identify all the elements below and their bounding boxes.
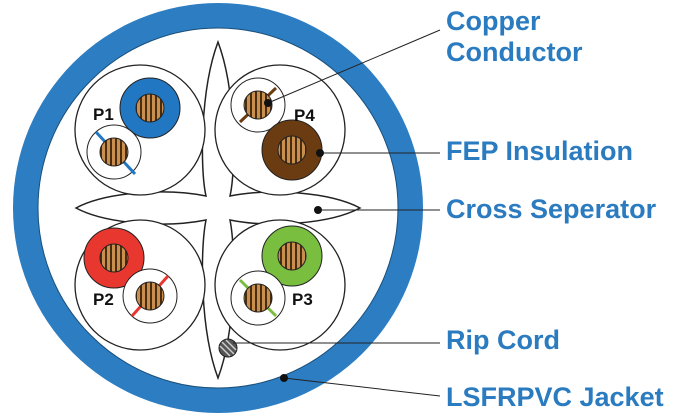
label-fep-insulation: FEP Insulation xyxy=(446,136,634,166)
leader-cross-separator xyxy=(314,206,440,214)
label-copper-conductor-line1: Copper xyxy=(446,6,541,36)
leader-fep-insulation xyxy=(316,149,440,157)
pair-4-striped-conductor xyxy=(230,77,286,133)
label-copper-conductor: Copper Conductor xyxy=(446,6,582,68)
pair-1-solid-conductor xyxy=(119,77,181,139)
rip-cord xyxy=(218,338,238,358)
label-cross-separator: Cross Seperator xyxy=(446,194,657,224)
pair-4-solid-conductor xyxy=(261,119,323,181)
leader-copper-conductor xyxy=(264,29,441,107)
pair-3-label: P3 xyxy=(292,290,313,309)
pair-3-striped-conductor xyxy=(230,270,286,326)
leader-jacket xyxy=(280,374,441,397)
label-rip-cord: Rip Cord xyxy=(446,325,560,355)
pair-2-solid-conductor xyxy=(83,227,145,289)
pair-3-solid-conductor xyxy=(261,225,323,287)
pair-2-striped-conductor xyxy=(122,268,178,324)
pair-1-striped-conductor xyxy=(86,124,142,180)
label-copper-conductor-line2: Conductor xyxy=(446,37,583,67)
pair-1-label: P1 xyxy=(93,105,114,124)
pair-4-label: P4 xyxy=(294,106,315,125)
label-lsfrpvc-jacket: LSFRPVC Jacket xyxy=(446,382,664,412)
pair-2-label: P2 xyxy=(93,290,114,309)
